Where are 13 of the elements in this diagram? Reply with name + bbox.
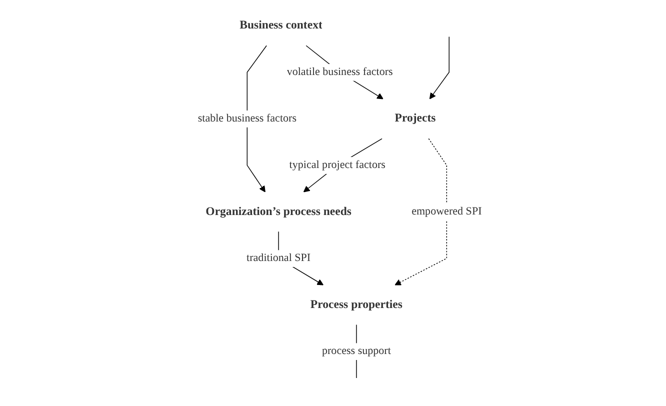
node-text: Projects — [395, 112, 436, 125]
edge-label: traditional SPI — [246, 252, 311, 264]
node-text: Business context — [240, 19, 323, 32]
edge-label: stable business factors — [198, 112, 297, 124]
node-text: Process properties — [310, 298, 403, 311]
arrow — [430, 36, 450, 100]
edge-label: empowered SPI — [412, 206, 482, 218]
arrow — [394, 138, 448, 286]
edge-label: process support — [322, 345, 392, 358]
edge-label: volatile business factors — [287, 66, 394, 78]
edge-label: typical project factors — [290, 159, 386, 172]
arrow — [247, 45, 268, 192]
node-text: Organization’s process needs — [206, 205, 352, 218]
